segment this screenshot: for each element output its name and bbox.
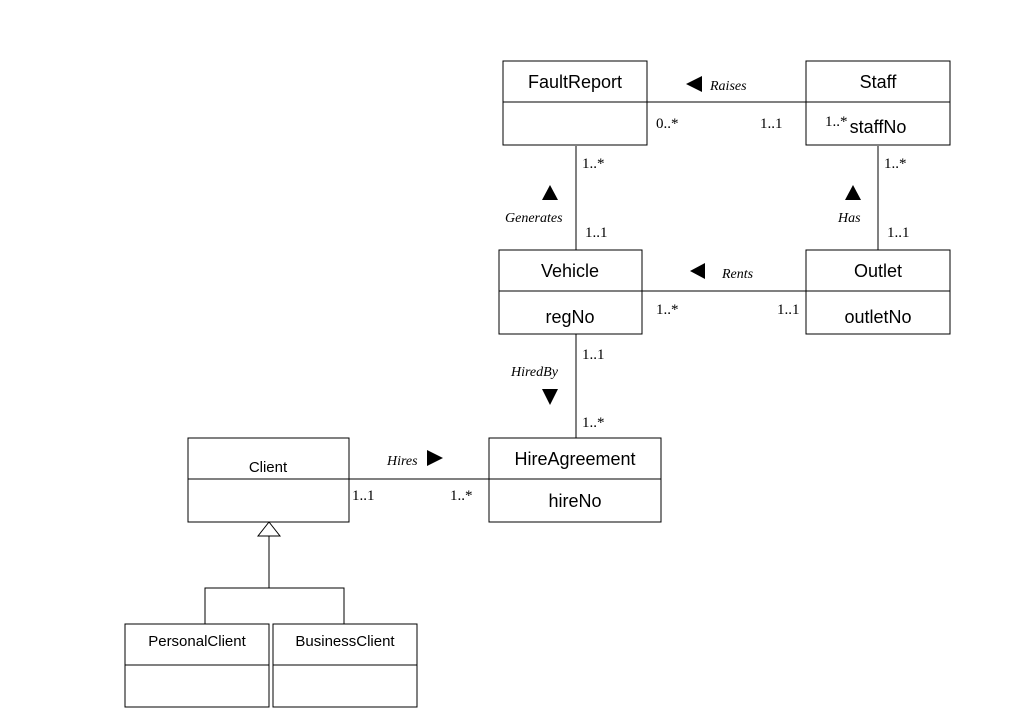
generates-multiplicity-vehicle: 1..1 xyxy=(585,225,608,241)
rents-multiplicity-vehicle: 1..* xyxy=(656,302,679,318)
hired-by-direction-arrow-down-icon xyxy=(542,389,558,405)
staff-inner-multiplicity: 1..* xyxy=(825,114,848,130)
class-personal-client[interactable]: PersonalClient xyxy=(124,623,270,708)
class-name: Outlet xyxy=(854,261,902,281)
rents-label: Rents xyxy=(721,267,754,282)
has-multiplicity-staff: 1..* xyxy=(884,156,907,172)
hired-by-label: HiredBy xyxy=(510,365,559,380)
class-name: PersonalClient xyxy=(148,633,246,650)
class-hire-agreement[interactable]: HireAgreement hireNo xyxy=(488,437,662,523)
has-direction-arrow-up-icon xyxy=(845,185,861,200)
has-multiplicity-outlet: 1..1 xyxy=(887,225,910,241)
generalization-triangle xyxy=(256,521,282,537)
generates-direction-arrow-up-icon xyxy=(542,185,558,200)
class-fault-report[interactable]: FaultReport xyxy=(502,60,648,146)
class-name: BusinessClient xyxy=(295,633,395,650)
class-name: Client xyxy=(249,459,288,476)
rents-multiplicity-outlet: 1..1 xyxy=(777,302,800,318)
hires-multiplicity-client: 1..1 xyxy=(352,488,375,504)
hired-by-multiplicity-hire-agreement: 1..* xyxy=(582,415,605,431)
class-business-client[interactable]: BusinessClient xyxy=(272,623,418,708)
generalization-branch xyxy=(204,587,345,624)
generates-label: Generates xyxy=(505,211,563,226)
raises-multiplicity-fault-report: 0..* xyxy=(656,116,679,132)
class-name: Vehicle xyxy=(541,261,599,281)
class-attribute: regNo xyxy=(545,307,594,327)
hires-direction-arrow-right-icon xyxy=(427,450,443,466)
hired-by-multiplicity-vehicle: 1..1 xyxy=(582,347,605,363)
hires-multiplicity-hire-agreement: 1..* xyxy=(450,488,473,504)
class-attribute: hireNo xyxy=(548,491,601,511)
raises-direction-arrow-left-icon xyxy=(686,76,702,92)
class-name: Staff xyxy=(860,72,898,92)
has-label: Has xyxy=(837,211,861,226)
hires-label: Hires xyxy=(386,454,418,469)
generates-multiplicity-fault-report: 1..* xyxy=(582,156,605,172)
class-staff[interactable]: Staff staffNo 1..* xyxy=(805,60,951,146)
class-vehicle[interactable]: Vehicle regNo xyxy=(498,249,643,335)
class-name: HireAgreement xyxy=(514,449,635,469)
raises-label: Raises xyxy=(709,79,747,94)
class-outlet[interactable]: Outlet outletNo xyxy=(805,249,951,335)
class-attribute: staffNo xyxy=(850,117,907,137)
class-client[interactable]: Client xyxy=(187,437,350,523)
class-name: FaultReport xyxy=(528,72,622,92)
class-attribute: outletNo xyxy=(844,307,911,327)
rents-direction-arrow-left-icon xyxy=(690,263,705,279)
raises-multiplicity-staff: 1..1 xyxy=(760,116,783,132)
